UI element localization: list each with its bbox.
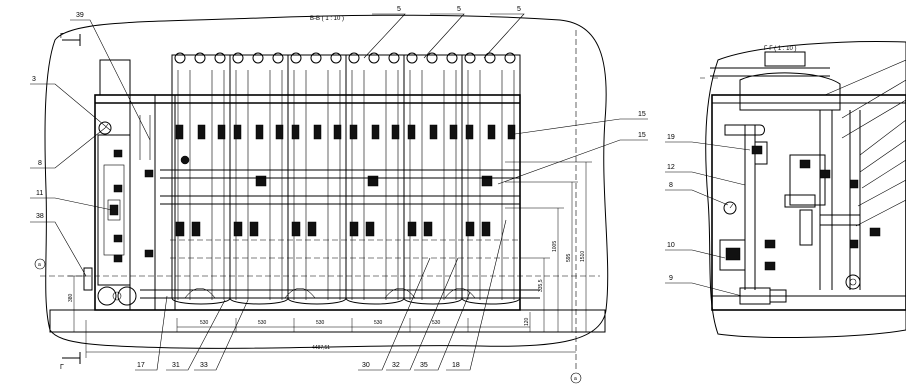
tank-dome	[739, 72, 841, 111]
callout-18: 18	[452, 362, 460, 369]
callout-5-b: 5	[457, 6, 461, 13]
callout-9: 9	[669, 275, 673, 282]
callouts-left: 39 3 8 11 38 5 5 5 15 15 17 31 33	[30, 6, 648, 371]
callout-33: 33	[200, 362, 208, 369]
callout-38: 38	[36, 213, 44, 220]
view-gg: Г-Г ( 1 : 10 )	[665, 41, 906, 338]
callout-17: 17	[137, 362, 145, 369]
tag-circle-left	[34, 258, 46, 270]
callout-32: 32	[392, 362, 400, 369]
dim-span-3: 530	[316, 320, 325, 326]
dim-height-120: 120	[524, 317, 530, 326]
filter-column	[171, 52, 231, 305]
callout-3: 3	[32, 76, 36, 83]
center-mark	[570, 372, 582, 384]
callout-11: 11	[36, 190, 43, 197]
svg-text:Г: Г	[60, 33, 64, 40]
view-title-bb: В-В ( 1 : 10 )	[310, 16, 344, 22]
callout-15-a: 15	[638, 111, 646, 118]
callout-8: 8	[38, 160, 42, 167]
dim-span-4: 530	[374, 320, 383, 326]
dim-height-380: 380	[68, 293, 74, 302]
side-rack	[97, 134, 131, 286]
dim-height-335: 335,5	[538, 279, 544, 292]
view-break-outline-right	[705, 41, 906, 338]
filter-column	[229, 52, 289, 305]
base-plate	[49, 309, 606, 333]
callout-12: 12	[667, 164, 675, 171]
tag-a-bottom: a	[574, 376, 577, 382]
view-break-outline	[44, 14, 609, 349]
dim-span-2: 530	[258, 320, 267, 326]
callout-19: 19	[667, 134, 675, 141]
callout-31: 31	[172, 362, 180, 369]
callouts-right: 19 12 8 10 9	[665, 59, 906, 297]
view-bb: a a Г Г В-В ( 1 : 10 ) 39 3 8 11 38	[30, 6, 648, 384]
callout-15-b: 15	[638, 132, 646, 139]
dim-height-1510: 1510	[580, 251, 586, 262]
dimensions: 4487,51 530 530 530 530 530 1510 595 100…	[68, 161, 592, 358]
pressure-gauge-right	[723, 201, 737, 215]
tag-a-left: a	[38, 262, 41, 268]
tank-top	[99, 59, 131, 96]
view-title-gg: Г-Г ( 1 : 10 )	[764, 46, 797, 52]
dim-height-595: 595	[566, 253, 572, 262]
callout-5-c: 5	[517, 6, 521, 13]
dim-span-1: 530	[200, 320, 209, 326]
callout-39: 39	[76, 12, 84, 19]
pump-left	[97, 286, 117, 306]
section-marker-top: Г	[60, 33, 81, 46]
callout-10: 10	[667, 242, 675, 249]
callout-30: 30	[362, 362, 370, 369]
callout-8-right: 8	[669, 182, 673, 189]
top-unit	[764, 51, 806, 67]
dim-total: 4487,51	[312, 345, 330, 351]
filter-column	[403, 52, 463, 305]
pressure-gauge	[98, 121, 112, 135]
callout-35: 35	[420, 362, 428, 369]
callout-5-a: 5	[397, 6, 401, 13]
svg-text:Г: Г	[60, 364, 64, 371]
frame-right	[711, 94, 906, 311]
section-marker-bottom: Г	[60, 352, 81, 371]
dim-span-5: 530	[432, 320, 441, 326]
pump-right	[719, 239, 746, 271]
dim-height-1005: 1005	[552, 241, 558, 252]
left-valve-stack	[113, 149, 190, 263]
